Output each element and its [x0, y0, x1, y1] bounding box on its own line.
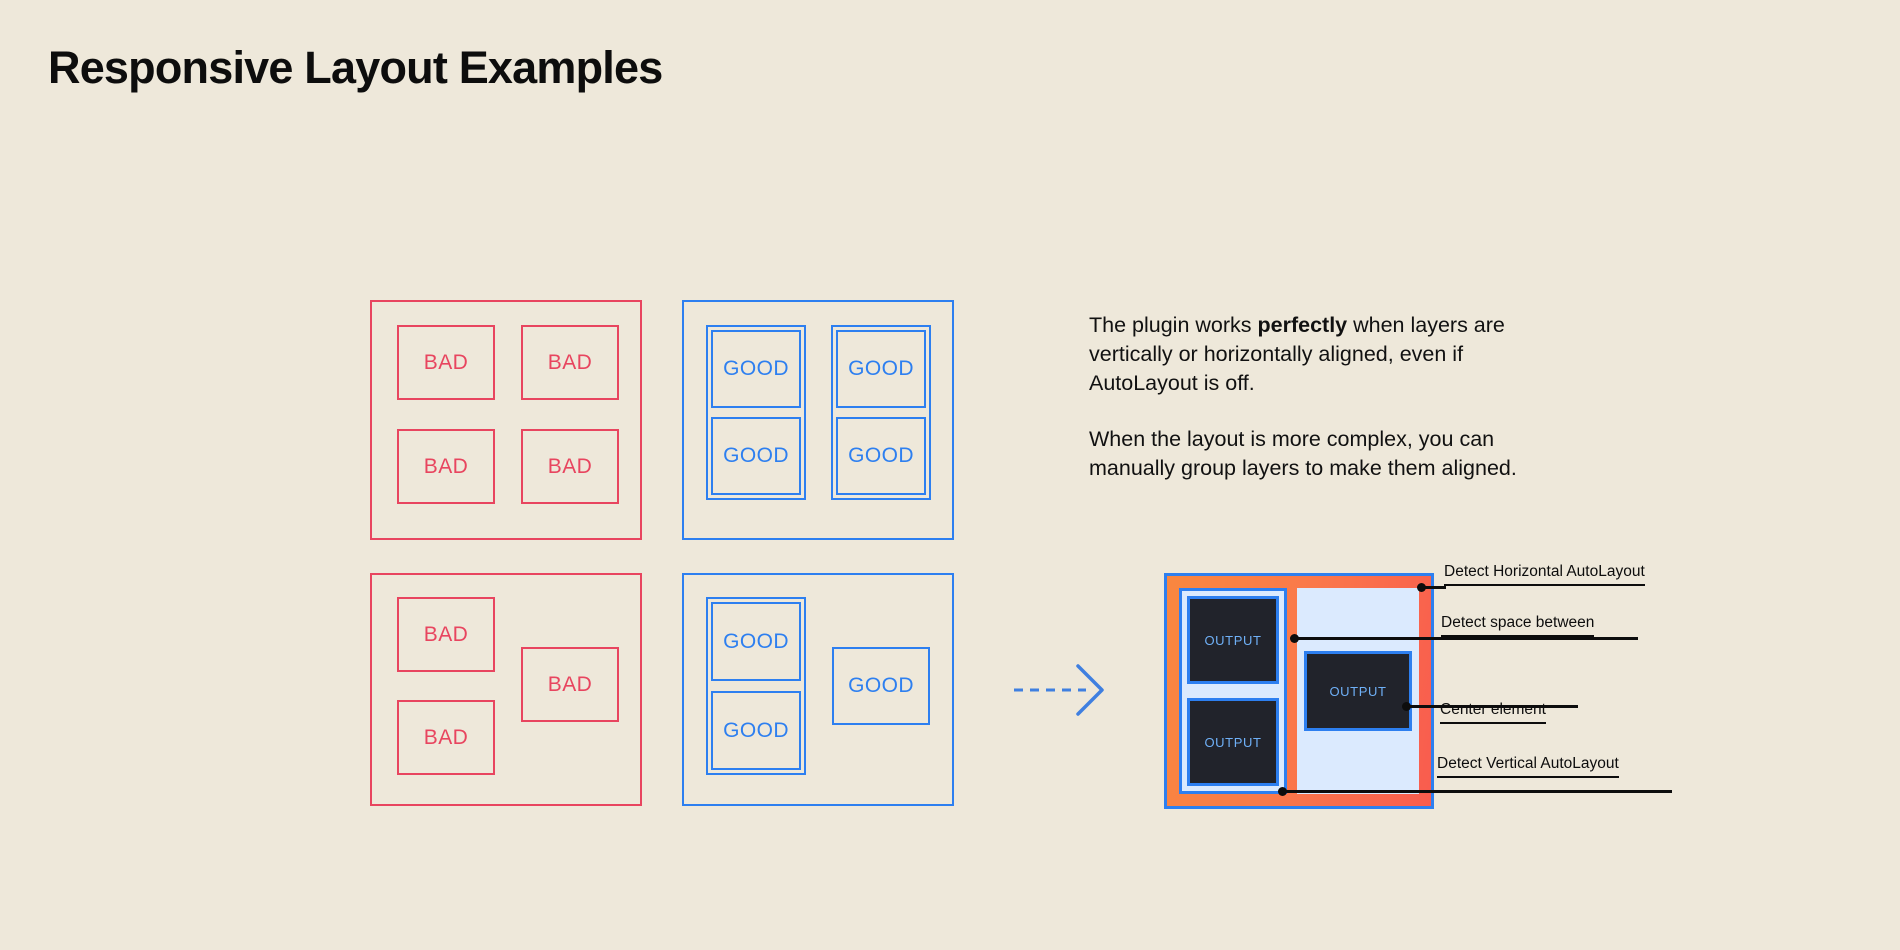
callout-detect-horizontal-autolayout: Detect Horizontal AutoLayout — [1444, 563, 1645, 586]
output-preview-panel: OUTPUT OUTPUT OUTPUT — [1164, 573, 1434, 809]
paragraph-1-part-b: when layers are vertically or horizontal… — [1089, 313, 1505, 395]
output-box: OUTPUT — [1187, 698, 1279, 786]
good-column-wrapper: GOOD GOOD — [706, 325, 806, 500]
example-cell-bad: BAD — [397, 597, 495, 672]
output-right-column: OUTPUT — [1297, 588, 1419, 794]
example-cell-good: GOOD — [711, 602, 801, 681]
example-cell-bad: BAD — [521, 647, 619, 722]
example-group-good-grouped: GOOD GOOD GOOD — [682, 573, 954, 806]
example-cell-bad: BAD — [521, 325, 619, 400]
example-cell-bad: BAD — [521, 429, 619, 504]
example-cell-bad: BAD — [397, 325, 495, 400]
callout-leader-line — [1294, 637, 1638, 640]
good-column-wrapper: GOOD GOOD — [706, 597, 806, 775]
example-cell-bad: BAD — [397, 700, 495, 775]
example-cell-good: GOOD — [832, 647, 930, 725]
example-cell-good: GOOD — [711, 330, 801, 408]
output-left-column: OUTPUT OUTPUT — [1179, 588, 1287, 794]
paragraph-1: The plugin works perfectly when layers a… — [1089, 311, 1559, 398]
callout-leader-line — [1421, 586, 1446, 589]
example-cell-bad: BAD — [397, 429, 495, 504]
example-cell-good: GOOD — [711, 417, 801, 495]
paragraph-1-part-a: The plugin works — [1089, 313, 1258, 337]
description-copy: The plugin works perfectly when layers a… — [1089, 311, 1559, 483]
paragraph-1-bold: perfectly — [1257, 313, 1348, 337]
callout-detect-vertical-autolayout: Detect Vertical AutoLayout — [1437, 755, 1619, 778]
example-group-bad-staggered: BAD BAD BAD — [370, 573, 642, 806]
example-group-bad-grid: BAD BAD BAD BAD — [370, 300, 642, 540]
output-box: OUTPUT — [1187, 596, 1279, 684]
callout-leader-line — [1282, 790, 1672, 793]
callout-center-element: Center element — [1440, 701, 1546, 724]
example-cell-good: GOOD — [836, 417, 926, 495]
example-cell-good: GOOD — [836, 330, 926, 408]
callout-leader-line — [1406, 705, 1578, 708]
example-group-good-grid: GOOD GOOD GOOD GOOD — [682, 300, 954, 540]
example-cell-good: GOOD — [711, 691, 801, 770]
paragraph-2: When the layout is more complex, you can… — [1089, 427, 1517, 480]
page-title: Responsive Layout Examples — [48, 42, 663, 93]
dashed-arrow-right-icon — [1014, 664, 1104, 716]
output-box: OUTPUT — [1304, 651, 1412, 731]
good-column-wrapper: GOOD GOOD — [831, 325, 931, 500]
callout-detect-space-between: Detect space between — [1441, 614, 1595, 637]
